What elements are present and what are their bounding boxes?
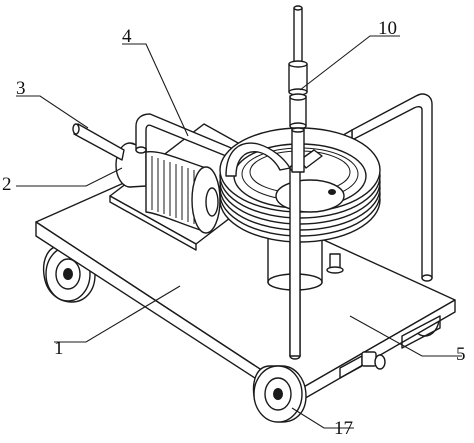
shaft [72,123,125,161]
callout-2: 2 [2,174,12,195]
leader-lines [16,35,462,429]
callout-5: 5 [456,344,466,365]
callout-17: 17 [334,418,353,439]
cart-platform [35,165,456,405]
motor [115,142,221,234]
callout-10: 10 [378,18,397,39]
callout-4: 4 [122,26,132,47]
callout-3: 3 [16,78,26,99]
wheel-front-right [252,365,307,423]
telescopic-rod [288,5,308,173]
callout-1: 1 [54,338,64,359]
handle-front-post [289,164,301,357]
